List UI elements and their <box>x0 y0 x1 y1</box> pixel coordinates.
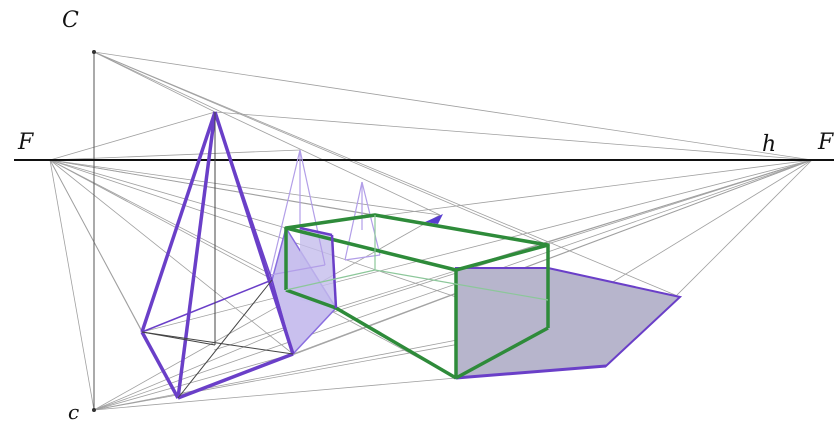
prism <box>284 213 550 380</box>
prism-shadow-edge <box>455 364 607 380</box>
ghost-pyramids <box>269 149 381 276</box>
point-c-top <box>92 50 96 54</box>
accent-arrow <box>425 214 443 224</box>
prism-hidden-edges <box>285 215 549 301</box>
construction-lines-left <box>49 111 549 411</box>
label-f-right: F <box>818 130 834 155</box>
point-c-bottom <box>92 408 96 412</box>
prism-left-shadow <box>300 228 336 308</box>
label-h: h <box>762 132 777 157</box>
pyramid-construction <box>141 112 294 399</box>
label-f-left: F <box>18 130 34 155</box>
pyramid <box>140 111 295 400</box>
pyramid-hidden-edges <box>141 111 294 355</box>
label-c-top: C <box>62 8 79 33</box>
construction-lines-c <box>93 51 681 411</box>
label-c-bottom: c <box>68 400 80 424</box>
prism-front-edge <box>299 226 338 309</box>
